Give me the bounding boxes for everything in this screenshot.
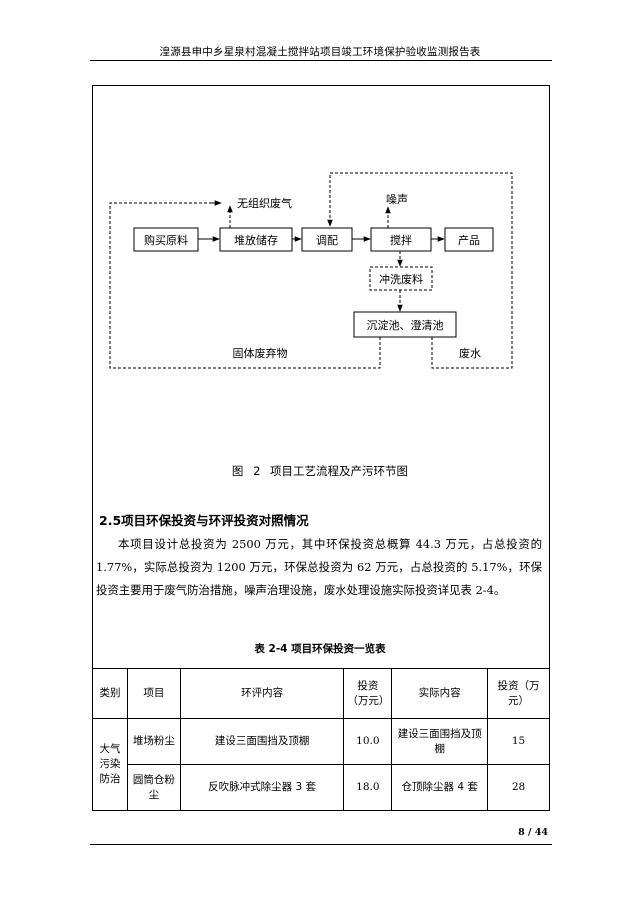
cell-actual: 建设三面围挡及顶棚 — [391, 718, 489, 765]
section-title: 2.5项目环保投资与环评投资对照情况 — [99, 513, 309, 528]
line-solid-waste-loop — [109, 202, 381, 369]
cell-actual: 仓顶除尘器 4 套 — [391, 764, 489, 811]
header-rule — [90, 60, 552, 61]
investment-table: 类别 项目 环评内容 投资（万元） 实际内容 投资（万元） 大气污染防治 堆场粉… — [92, 668, 550, 811]
header-invest-b: 投资（万元） — [487, 668, 550, 719]
cell-actual-invest: 28 — [487, 764, 550, 811]
cell-eia-invest: 10.0 — [343, 718, 393, 765]
cell-eia: 建设三面围挡及顶棚 — [179, 718, 345, 765]
figure-caption: 图 2 项目工艺流程及产污环节图 — [231, 464, 409, 478]
content-frame — [92, 85, 550, 811]
box-sediment — [353, 311, 457, 338]
label-noise: 噪声 — [386, 192, 408, 206]
label-sediment: 沉淀池、澄清池 — [367, 318, 444, 332]
label-solid-waste: 固体废弃物 — [233, 346, 288, 360]
page-header: 湟源县申中乡星泉村混凝土搅拌站项目竣工环境保护验收监测报告表 — [159, 46, 481, 58]
process-flow-diagram: 购买原料 堆放储存 调配 搅拌 产品 冲洗废料 沉淀池、澄清池 无组织废气 噪声… — [109, 172, 513, 369]
table-row: 大气污染防治 堆场粉尘 建设三面围挡及顶棚 10.0 建设三面围挡及顶棚 15 — [92, 718, 550, 811]
page-number: 8 / 44 — [518, 827, 548, 838]
header-eia-content: 环评内容 — [179, 668, 345, 719]
header-item: 项目 — [126, 668, 181, 719]
table-header-row: 类别 项目 环评内容 投资（万元） 实际内容 投资（万元） — [92, 668, 550, 719]
label-product: 产品 — [458, 233, 480, 247]
cell-item: 堆场粉尘 — [126, 718, 181, 765]
header-actual-content: 实际内容 — [391, 668, 489, 719]
section-paragraph: 本项目设计总投资为 2500 万元，其中环保投资总概算 44.3 万元，占总投资… — [96, 537, 542, 597]
label-storage: 堆放储存 — [234, 233, 278, 247]
box-washing — [369, 266, 433, 291]
label-adjust: 调配 — [316, 234, 338, 247]
line-waste-water-loop — [327, 172, 513, 369]
cell-category: 大气污染防治 — [92, 718, 128, 811]
footer-rule — [90, 844, 552, 845]
table-title: 表 2-4 项目环保投资一览表 — [254, 643, 386, 655]
cell-actual-invest: 15 — [487, 718, 550, 765]
cell-eia-invest: 18.0 — [343, 764, 393, 811]
table-row: 圆筒仓粉尘 反吹脉冲式除尘器 3 套 18.0 仓顶除尘器 4 套 28 — [93, 764, 550, 811]
header-category: 类别 — [92, 668, 128, 719]
label-washing: 冲洗废料 — [379, 272, 423, 286]
cell-eia: 反吹脉冲式除尘器 3 套 — [179, 764, 345, 811]
cell-item: 圆筒仓粉尘 — [126, 764, 181, 811]
label-waste-water: 废水 — [459, 346, 481, 360]
label-stirring: 搅拌 — [390, 233, 412, 247]
header-invest-a: 投资（万元） — [343, 668, 393, 719]
label-fugitive-gas: 无组织废气 — [237, 196, 292, 210]
label-purchase: 购买原料 — [144, 233, 188, 247]
box-product — [444, 227, 494, 252]
